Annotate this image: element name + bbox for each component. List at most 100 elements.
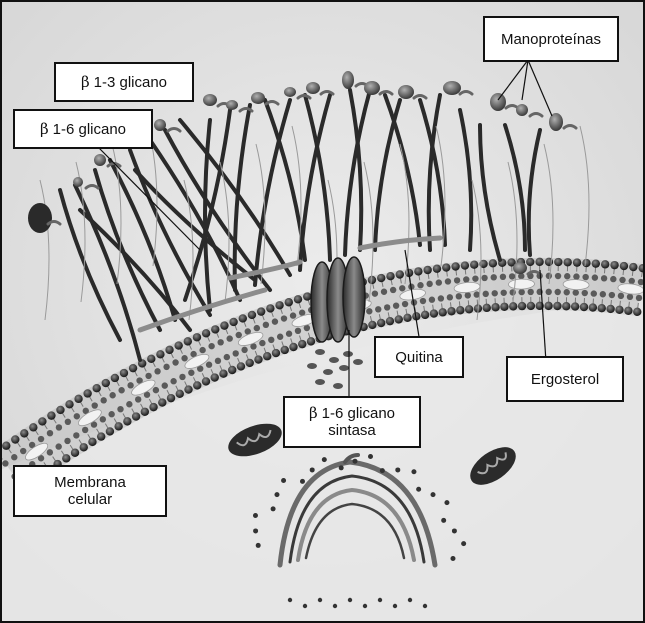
lipid-head [102, 379, 110, 387]
lipid-head [233, 350, 239, 356]
lipid-head [439, 308, 447, 316]
label-quitina: Quitina [374, 336, 464, 378]
lipid-head [73, 432, 79, 438]
lipid-head [193, 381, 201, 389]
lipid-head [97, 432, 105, 440]
lipid-head [281, 315, 287, 321]
lipid-head [399, 285, 405, 291]
lipid-head [417, 282, 423, 288]
lipid-head [38, 436, 44, 442]
mannoprotein [549, 113, 563, 131]
mannoprotein [306, 82, 320, 94]
lipid-head [62, 454, 70, 462]
lipid-head [384, 304, 390, 310]
lipid-head [127, 382, 133, 388]
lipid-head [153, 387, 159, 393]
lipid-head [281, 346, 289, 354]
lipid-head [100, 397, 106, 403]
golgi-vesicle [380, 468, 385, 473]
lipid-head [246, 359, 254, 367]
lipid-head [368, 321, 376, 329]
label-ergosterol-text: Ergosterol [531, 371, 599, 388]
lipid-head [108, 411, 114, 417]
golgi-vesicle [339, 465, 344, 470]
lipid-head [420, 298, 426, 304]
label-beta-1-3-text: 1-3 glicano [94, 74, 167, 91]
lipid-head [472, 275, 478, 281]
lipid-head [483, 291, 489, 297]
lipid-head [2, 460, 8, 466]
golgi-vesicle [322, 457, 327, 462]
lipid-head [272, 318, 278, 324]
lipid-head [179, 374, 185, 380]
lipid-head [395, 315, 403, 323]
lipid-head [461, 261, 469, 269]
lipid-head [618, 293, 624, 299]
lipid-head [624, 307, 632, 315]
lipid-head [489, 259, 497, 267]
lipid-head [564, 289, 570, 295]
lipid-head [56, 424, 62, 430]
mannoprotein [443, 81, 461, 95]
golgi-vesicle [333, 604, 337, 608]
mannoprotein [154, 119, 166, 131]
lipid-head [600, 291, 606, 297]
lipid-head [275, 301, 283, 309]
lipid-head [229, 318, 237, 326]
lipid-head [188, 370, 194, 376]
lipid-head [11, 435, 19, 443]
lipid-head [82, 427, 88, 433]
lipid-head [93, 384, 101, 392]
vesicle [329, 357, 339, 363]
lipid-head [298, 340, 306, 348]
lipid-head [456, 306, 464, 314]
lipid-head [172, 359, 178, 365]
lipid-head [465, 305, 473, 313]
golgi-vesicle [253, 513, 258, 518]
lipid-head [386, 317, 394, 325]
lipid-head [47, 411, 55, 419]
lipid-head [633, 308, 641, 316]
lipid-head [509, 273, 515, 279]
lipid-head [544, 302, 552, 310]
label-beta-1-3-glicano: β 1-3 glicano [54, 62, 194, 102]
lipid-head [554, 258, 562, 266]
golgi-vesicle [378, 598, 382, 602]
glucan-synthase-channel-icon [311, 257, 365, 342]
lipid-head [154, 368, 160, 374]
mannoprotein [284, 87, 296, 97]
lipid-head [117, 406, 123, 412]
vesicle [339, 365, 349, 371]
lipid-head [562, 302, 570, 310]
lipid-head [254, 325, 260, 331]
lipid-head [629, 263, 637, 271]
lipid-head [254, 355, 262, 363]
lipid-head [606, 305, 614, 313]
lipid-head [184, 385, 192, 393]
lipid-head [236, 332, 242, 338]
lipid-head [20, 448, 26, 454]
lipid-head [176, 390, 184, 398]
lipid-head [555, 289, 561, 295]
lipid-head [208, 343, 214, 349]
lipid-head [582, 259, 590, 267]
lipid-head [268, 337, 274, 343]
lipid-head [414, 267, 422, 275]
lipid-head [307, 337, 315, 345]
lipid-head [518, 289, 524, 295]
lipid-head [163, 364, 169, 370]
lipid-head [167, 394, 175, 402]
golgi-vesicle [271, 506, 276, 511]
lipid-head [135, 396, 141, 402]
lipid-head [193, 333, 201, 341]
lipid-head [145, 373, 151, 379]
lipid-head [248, 311, 256, 319]
lipid-head [465, 292, 471, 298]
lipid-head [219, 370, 227, 378]
label-beta-1-6-text: 1-6 glicano [53, 121, 126, 138]
lipid-head [71, 449, 79, 457]
lipid-head [263, 352, 271, 360]
vesicle [323, 369, 333, 375]
vesicle [307, 363, 317, 369]
golgi-vesicle [300, 479, 305, 484]
